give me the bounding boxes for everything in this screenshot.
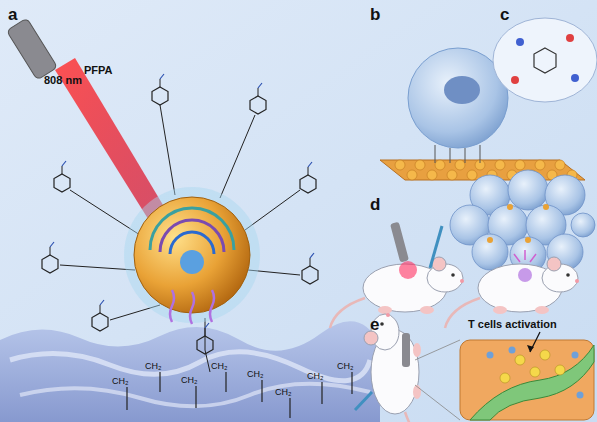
group-label: CH₂ [145,362,162,372]
panel-letter: d [370,196,380,215]
group-label: CH₂ [247,370,264,380]
group-label: CH₂ [275,388,292,398]
panel-letter: b [370,6,380,25]
group-label: CH₂ [337,362,354,372]
group-label: CH₂ [307,372,324,382]
panel-letter: e [370,316,379,335]
panel-letter: a [8,6,17,25]
group-label: CH₂ [181,376,198,386]
group-label: CH₂ [112,377,129,387]
group-label: CH₂ [211,362,228,372]
panel-letter: c [500,6,509,25]
callout-label: T cells activation [468,318,557,330]
wavelength-label: 808 nm [44,74,82,86]
molecule-label: PFPA [84,64,113,76]
